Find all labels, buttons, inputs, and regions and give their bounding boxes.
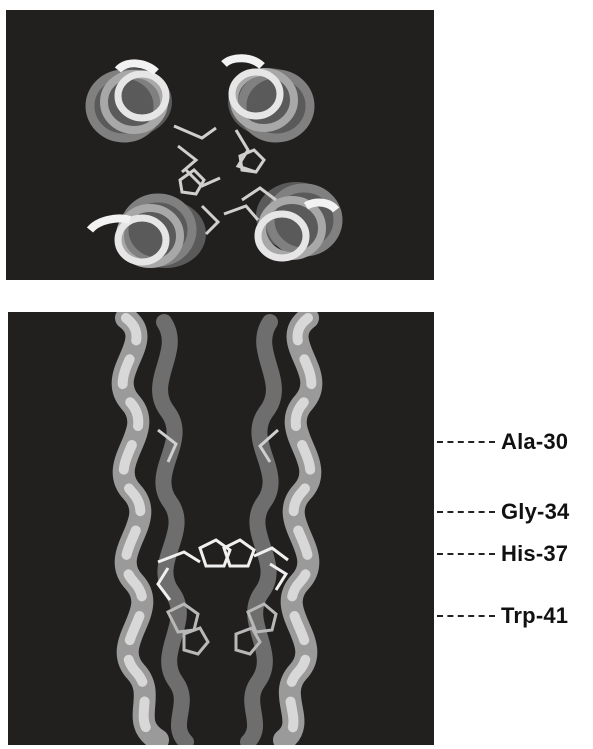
leader-line xyxy=(437,511,495,513)
label-gly-34: Gly-34 xyxy=(437,500,569,524)
residue-label: Gly-34 xyxy=(501,499,569,525)
side-view-panel xyxy=(8,312,434,745)
helix-right-front xyxy=(284,318,311,740)
helix-left-front xyxy=(123,318,158,740)
label-ala-30: Ala-30 xyxy=(437,430,568,454)
helix-lower-left xyxy=(90,198,206,268)
helix-bundle-side-view xyxy=(8,312,434,745)
helix-upper-left xyxy=(90,63,172,138)
label-his-37: His-37 xyxy=(437,542,568,566)
leader-line xyxy=(437,553,495,555)
top-view-panel xyxy=(6,10,434,280)
helix-right-back xyxy=(248,322,274,742)
helix-upper-right xyxy=(224,58,310,138)
label-trp-41: Trp-41 xyxy=(437,604,568,628)
helix-left-back xyxy=(160,322,186,742)
helix-bundle-top-view xyxy=(6,10,434,280)
residue-label: Ala-30 xyxy=(501,429,568,455)
leader-line xyxy=(437,615,495,617)
leader-line xyxy=(437,441,495,443)
residue-label: Trp-41 xyxy=(501,603,568,629)
residue-label: His-37 xyxy=(501,541,568,567)
